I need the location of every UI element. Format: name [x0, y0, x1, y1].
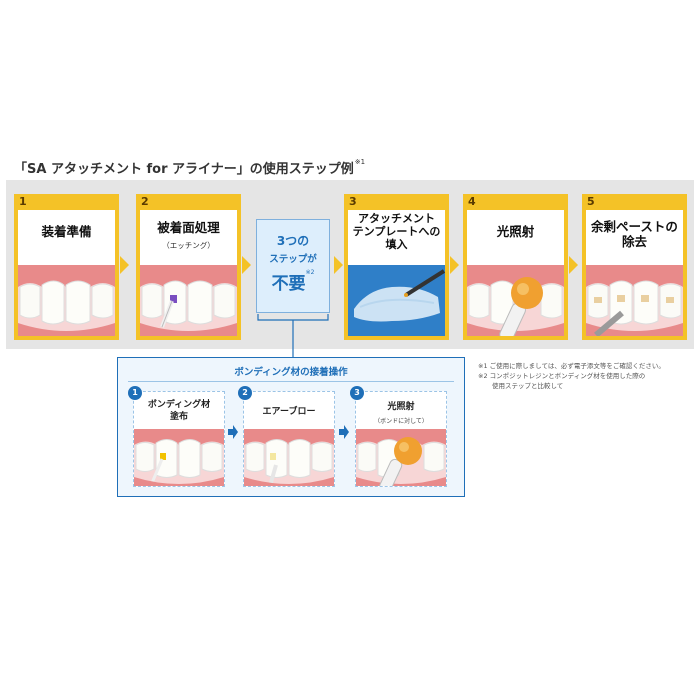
bonding-step-number: 1 [128, 386, 142, 400]
bonding-title: ボンディング材の接着操作 [117, 364, 465, 382]
arrow-right-icon [569, 256, 578, 274]
etching-teeth-illustration [140, 265, 237, 336]
footnote-2-continued: 使用ステップと比較して [492, 382, 564, 390]
step-card-5: 5 余剰ペーストの 除去 [582, 194, 687, 340]
footnote-mark: ※1 [478, 362, 488, 370]
air-blow-illustration [244, 429, 334, 486]
footnote-text: ご使用に際しましては、必ず電子添文等をご確認ください。 [489, 362, 665, 370]
arrow-right-icon [334, 256, 343, 274]
bonding-step-number: 3 [350, 386, 364, 400]
bonding-step-sub: （ボンドに対して） [374, 418, 428, 425]
footnote-2: ※2 コンポジットレジンとボンディング材を使用した際の [478, 371, 693, 381]
step-card-2: 2 被着面処理 （エッチング） [136, 194, 241, 340]
light-cure-illustration [467, 265, 564, 336]
bond-apply-illustration [134, 429, 224, 486]
step-number: 4 [468, 195, 476, 208]
title-mark: ※1 [354, 158, 366, 166]
arrow-right-icon [242, 256, 251, 274]
skipped-steps-box: 3つの ステップが 不要※2 [256, 219, 330, 313]
step-card-1: 1 装着準備 [14, 194, 119, 340]
footnote-mark: ※2 [478, 372, 488, 380]
footnote-text: コンポジットレジンとボンディング材を使用した際の [489, 372, 646, 380]
skip-line-3: 不要※2 [257, 269, 329, 294]
step-card-4: 4 光照射 [463, 194, 568, 340]
step-number: 1 [19, 195, 27, 208]
step-label: アタッチメント テンプレートへの 填入 [352, 212, 441, 251]
bonding-step-label: 光照射 [387, 402, 415, 412]
step-number: 3 [349, 195, 357, 208]
step-number: 5 [587, 195, 595, 208]
bracket-connector [257, 314, 329, 358]
bonding-step-number: 2 [238, 386, 252, 400]
step-number: 2 [141, 195, 149, 208]
step-label: 装着準備 [41, 224, 92, 239]
footnote-1: ※1 ご使用に際しましては、必ず電子添文等をご確認ください。 [478, 361, 693, 371]
step-label: 光照射 [496, 224, 535, 239]
skip-mark: ※2 [305, 269, 315, 276]
bond-light-cure-illustration [356, 429, 446, 486]
bonding-step-1: 1 ボンディング材 塗布 [128, 386, 225, 487]
paste-removal-illustration [586, 265, 683, 336]
arrow-right-icon [120, 256, 129, 274]
arrow-right-icon [339, 425, 349, 439]
teeth-illustration [18, 265, 115, 336]
skip-emphasis: 不要 [271, 274, 306, 294]
arrow-right-icon [450, 256, 459, 274]
bonding-step-3: 3 光照射 （ボンドに対して） [350, 386, 447, 487]
skip-line-1: 3つの [276, 234, 310, 248]
bonding-step-2: 2 エアーブロー [238, 386, 335, 487]
title-text: 「SA アタッチメント for アライナー」の使用ステップ例 [14, 162, 354, 177]
bonding-step-label: エアーブロー [262, 407, 316, 417]
step-card-3: 3 アタッチメント テンプレートへの 填入 [344, 194, 449, 340]
skip-line-2: ステップが [269, 254, 317, 265]
step-label: 被着面処理 [157, 220, 220, 235]
step-sub: （エッチング） [162, 241, 215, 250]
bonding-step-label: ボンディング材 塗布 [147, 400, 211, 422]
footnotes: ※1 ご使用に際しましては、必ず電子添文等をご確認ください。 ※2 コンポジット… [478, 361, 693, 391]
template-fill-illustration [348, 265, 445, 336]
arrow-right-icon [228, 425, 238, 439]
page-title: 「SA アタッチメント for アライナー」の使用ステップ例※1 [14, 158, 365, 177]
step-label: 余剰ペーストの 除去 [591, 219, 678, 249]
